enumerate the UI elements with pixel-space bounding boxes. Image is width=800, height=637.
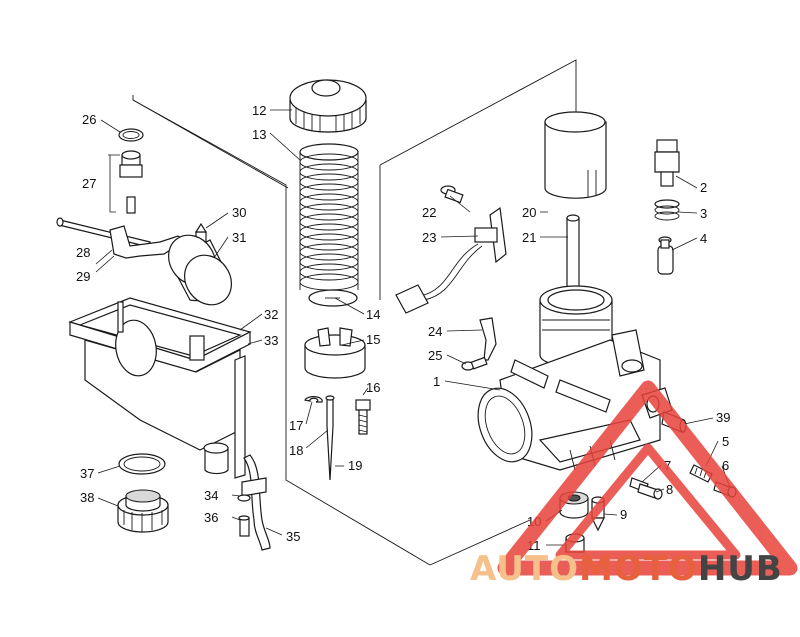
jet-2-part	[654, 139, 680, 187]
slide-rod-part	[566, 214, 580, 289]
callout-33: 33	[264, 333, 278, 348]
bracket-24-part	[479, 317, 497, 361]
callout-36: 36	[204, 510, 218, 525]
sensor-cable-part	[395, 206, 507, 314]
bracket-27-lines	[108, 154, 120, 213]
jet-8-part	[637, 483, 663, 500]
callout-31: 31	[232, 230, 246, 245]
callout-18: 18	[289, 443, 303, 458]
callout-34: 34	[204, 488, 218, 503]
callout-4: 4	[700, 231, 707, 246]
group-box-left	[132, 95, 431, 566]
o-ring-26-part	[118, 128, 144, 142]
float-pin-part	[56, 217, 151, 248]
callout-5: 5	[722, 434, 729, 449]
throttle-slide-part	[544, 111, 607, 199]
watermark-text-auto: AUTO	[470, 549, 579, 589]
spring-part	[299, 143, 359, 291]
e-clip-part	[304, 396, 323, 403]
group-box-left-top	[132, 99, 289, 189]
callout-30: 30	[232, 205, 246, 220]
top-cap-part	[289, 79, 367, 133]
float-31-part	[168, 234, 232, 306]
watermark-text-moto: MOTO	[578, 549, 698, 589]
callout-8: 8	[666, 482, 673, 497]
callout-25: 25	[428, 348, 442, 363]
watermark-text-hub: HUB	[697, 549, 783, 589]
callout-27: 27	[82, 176, 96, 191]
callout-14: 14	[366, 307, 380, 322]
spring-3-part	[654, 199, 680, 221]
callout-24: 24	[428, 324, 442, 339]
needle-holder-part	[304, 327, 366, 379]
watermark-text: AUTOMOTOHUB	[470, 552, 783, 586]
callout-23: 23	[422, 230, 436, 245]
callout-28: 28	[76, 245, 90, 260]
callout-13: 13	[252, 127, 266, 142]
screw-25-part	[461, 356, 488, 371]
callout-35: 35	[286, 529, 300, 544]
callout-3: 3	[700, 206, 707, 221]
callout-6: 6	[722, 458, 729, 473]
watermark-logo-triangle	[497, 380, 798, 576]
callout-37: 37	[80, 466, 94, 481]
callout-19: 19	[348, 458, 362, 473]
callout-29: 29	[76, 269, 90, 284]
hose-35-part	[241, 454, 271, 551]
carburetor-body-part	[477, 285, 673, 471]
jet-needle-part	[325, 395, 335, 481]
leader-lines	[95, 109, 731, 546]
drain-cap-38-part	[117, 489, 169, 533]
screw-16-part	[355, 399, 371, 435]
callout-21: 21	[522, 230, 536, 245]
callout-12: 12	[252, 103, 266, 118]
callout-38: 38	[80, 490, 94, 505]
callout-22: 22	[422, 205, 436, 220]
callout-39: 39	[716, 410, 730, 425]
callout-16: 16	[366, 380, 380, 395]
plunger-4-part	[657, 236, 674, 275]
group-box-right	[379, 59, 577, 166]
callout-32: 32	[264, 307, 278, 322]
fitting-27-part	[119, 150, 143, 214]
callout-1: 1	[433, 374, 440, 389]
callout-26: 26	[82, 112, 96, 127]
group-box-bottom	[429, 519, 531, 566]
screw-22-part	[440, 185, 464, 204]
callout-9: 9	[620, 507, 627, 522]
callout-15: 15	[366, 332, 380, 347]
washer-36-part	[237, 494, 251, 537]
callout-2: 2	[700, 180, 707, 195]
clip-plate-part	[308, 289, 358, 307]
callout-20: 20	[522, 205, 536, 220]
float-bowl-part	[68, 297, 252, 479]
callout-17: 17	[289, 418, 303, 433]
